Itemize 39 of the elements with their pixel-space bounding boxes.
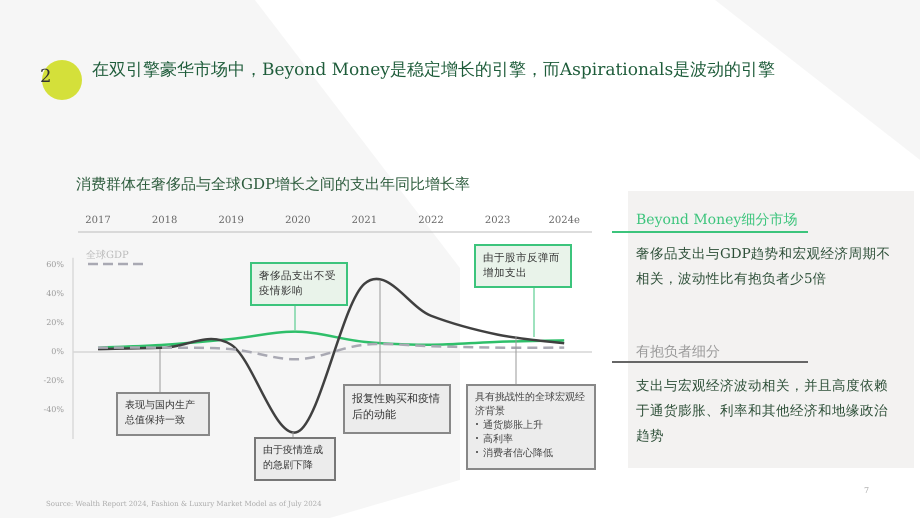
section-body: 支出与宏观经济波动相关，并且高度依赖于通货膨胀、利率和其他经济和地缘政治趋势 [636,377,889,446]
year-label: 2019 [217,215,245,226]
callout-text: 由于股市反弹而增加支出 [483,251,561,282]
callout-box [254,437,336,481]
callout-text: 奢侈品支出不受疫情影响 [259,269,337,300]
axis-tick-label: 20% [45,318,64,327]
year-label: 2021 [350,215,378,226]
callout-box [474,244,572,288]
bullet-item: 消费者信心降低 [475,447,587,461]
callout-box [343,384,451,434]
year-label: 2018 [150,215,178,226]
leader-line [292,432,294,438]
axis-tick-label: 0% [50,347,64,356]
axis-tick-label: -20% [42,376,64,385]
callout-box [466,384,596,470]
section-body: 奢侈品支出与GDP趋势和宏观经济周期不相关，波动性比有抱负者少5倍 [636,245,892,289]
callout-text: 报复性购买和疫情后的动能 [352,391,441,423]
callout-box [116,392,210,436]
bullet-item: 通货膨胀上升 [475,419,587,433]
bullet-item: 高利率 [475,433,587,447]
chart-title: 消费群体在奢侈品与全球GDP增长之间的支出年同比增长率 [76,175,470,194]
callout-text: 由于疫情造成的急剧下降 [263,444,324,472]
callout-box [250,262,348,306]
legend-label: 全球GDP [86,248,129,262]
section-heading: Beyond Money细分市场 [636,211,798,230]
leader-line [294,306,296,330]
slide-title: 在双引擎豪华市场中，Beyond Money是稳定增长的引擎，而Aspirationals是波动的引擎 [92,59,776,81]
year-label: 2022 [417,215,445,226]
callout-heading: 具有挑战性的全球宏观经济背景 [475,391,586,419]
year-label: 2020 [284,215,312,226]
axis-tick-label: 40% [45,289,64,298]
callout-text: 表现与国内生产总值保持一致 [125,399,196,428]
year-label: 2017 [84,215,112,226]
axis-tick-label: 60% [45,260,64,269]
year-label: 2024e [548,215,581,226]
year-label: 2023 [484,215,512,226]
section-heading: 有抱负者细分 [636,343,721,362]
axis-tick-label: -40% [42,405,64,414]
page-number: 7 [864,486,870,495]
